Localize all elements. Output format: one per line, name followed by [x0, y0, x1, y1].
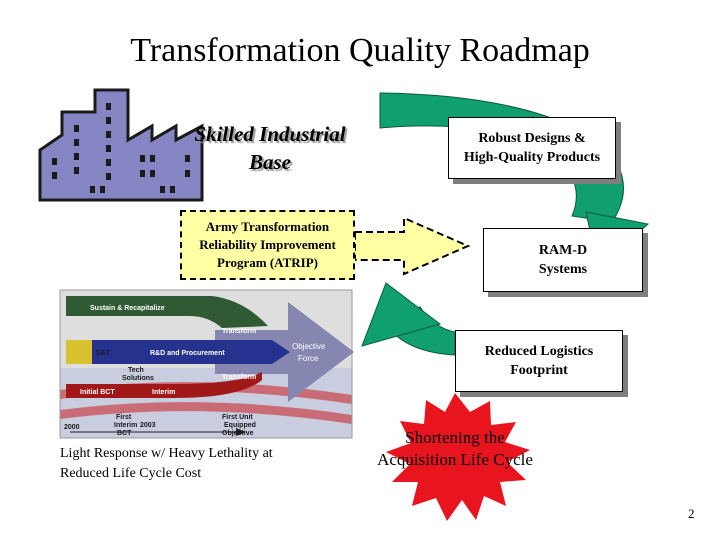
roadmap-caption: Light Response w/ Heavy Lethality at Red… — [60, 444, 310, 484]
roadmap-interim-label: Interim — [152, 389, 175, 396]
robust-line-1: Robust Designs & — [478, 131, 586, 146]
roadmap-first-interim-1: First — [116, 414, 132, 421]
reduced-line-1: Reduced Logistics — [484, 344, 594, 359]
caption-line-1: Light Response w/ Heavy Lethality at — [60, 446, 273, 461]
atrip-line-1: Army Transformation — [205, 219, 330, 234]
robust-line-2: High-Quality Products — [463, 150, 601, 165]
roadmap-objective-label-1: Objective — [292, 342, 326, 351]
caption-line-2: Reduced Life Cycle Cost — [60, 466, 202, 481]
roadmap-tech-label-2: Solutions — [122, 375, 154, 382]
roadmap-first-interim-3: BCT — [117, 430, 132, 437]
roadmap-sustain-label: Sustain & Recapitalize — [90, 305, 165, 312]
reduced-line-2: Footprint — [510, 363, 568, 378]
ramd-line-1: RAM-D — [538, 243, 588, 258]
starburst-shape — [386, 393, 530, 521]
roadmap-st-label: S&T — [96, 350, 111, 357]
roadmap-graphic: Sustain & Recapitalize Transform S&T R&D… — [59, 289, 354, 439]
roadmap-first-unit-3: Objective — [222, 430, 254, 437]
roadmap-year-2000: 2000 — [64, 424, 80, 431]
roadmap-year-2003: 2003 — [140, 422, 156, 429]
roadmap-transform-bottom-label: Transform — [222, 374, 256, 381]
ramd-systems-box: RAM-D Systems — [483, 228, 643, 292]
atrip-box: Army Transformation Reliability Improvem… — [180, 210, 355, 280]
roadmap-objective-label-2: Force — [298, 354, 319, 363]
reduced-logistics-box: Reduced Logistics Footprint — [455, 330, 623, 392]
starburst-text: Shortening the Acquisition Life Cycle — [358, 427, 552, 471]
roadmap-first-unit-1: First Unit — [222, 414, 253, 421]
slide-title: Transformation Quality Roadmap — [130, 32, 590, 69]
skilled-base-label: Skilled Industrial Base — [170, 120, 370, 176]
roadmap-rd-label: R&D and Procurement — [150, 350, 225, 357]
ramd-line-2: Systems — [538, 262, 588, 277]
page-number: 2 — [688, 506, 695, 521]
roadmap-first-unit-2: Equipped — [224, 422, 256, 429]
starburst-line-1: Shortening the — [405, 428, 505, 447]
atrip-arrow — [354, 216, 471, 276]
robust-designs-box: Robust Designs & High-Quality Products — [448, 117, 616, 179]
skilled-base-line-1: Skilled Industrial — [194, 122, 346, 146]
roadmap-transform-top-label: Transform — [222, 328, 256, 335]
atrip-line-2: Reliability Improvement — [199, 237, 336, 252]
factory-icon — [38, 88, 204, 202]
roadmap-tech-label-1: Tech — [128, 367, 144, 374]
cycle-arrow-bottom — [361, 282, 456, 356]
skilled-base-line-2: Base — [249, 150, 291, 174]
roadmap-initial-bct-label: Initial BCT — [80, 389, 115, 396]
starburst-line-2: Acquisition Life Cycle — [377, 450, 533, 469]
atrip-line-3: Program (ATRIP) — [217, 255, 318, 270]
roadmap-first-interim-2: Interim — [114, 422, 137, 429]
